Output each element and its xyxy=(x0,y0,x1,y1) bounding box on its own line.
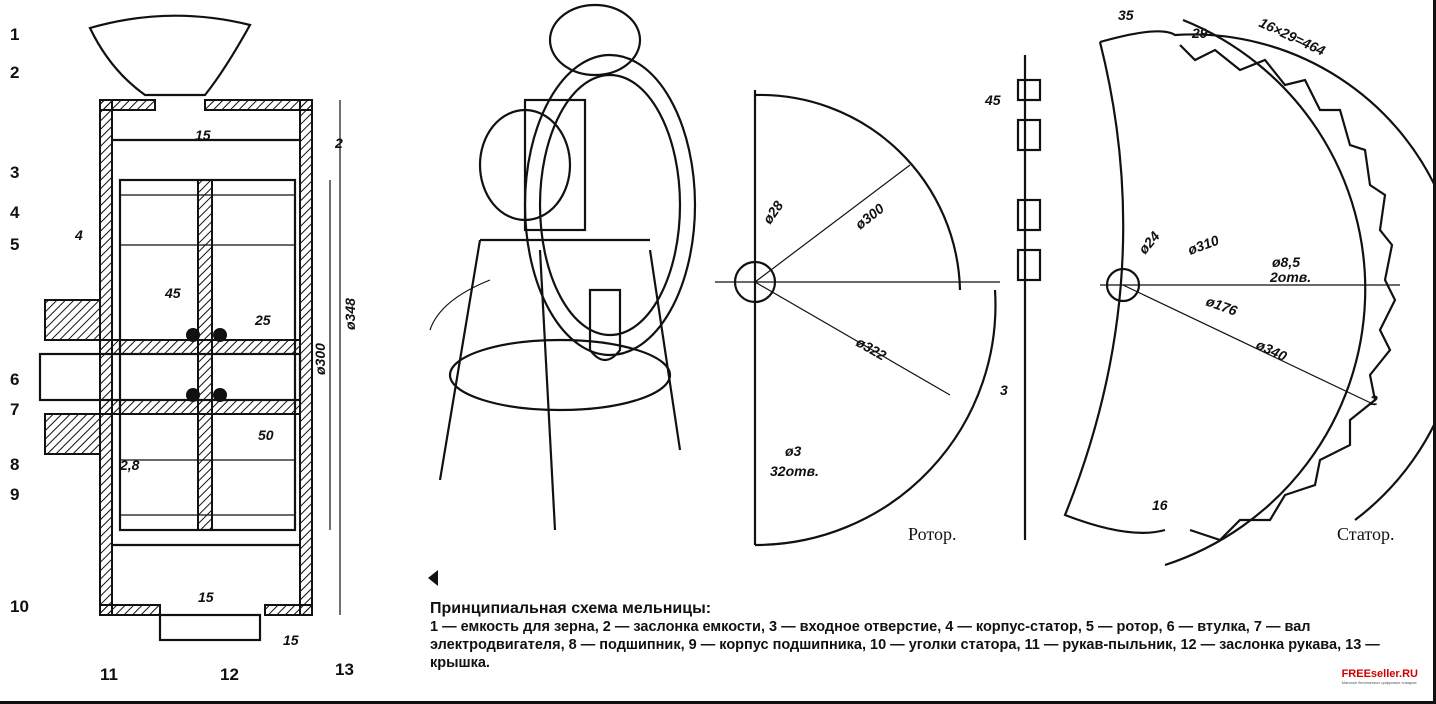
mill-perspective-drawing xyxy=(429,3,697,531)
power-cord xyxy=(429,279,491,331)
dim-stator-d24: ø24 xyxy=(1135,228,1163,257)
dim-stator-d176: ø176 xyxy=(1204,293,1240,319)
watermark-tagline: Магазин бесплатных цифровых товаров xyxy=(1341,680,1417,685)
dim-stator-35: 35 xyxy=(1118,7,1134,23)
right-border xyxy=(1433,0,1436,704)
dim-d348: ø348 xyxy=(342,298,358,330)
label-2: 2 xyxy=(10,63,19,82)
housing-bottom-right xyxy=(264,604,313,616)
dim-outlet: 15 xyxy=(198,589,214,605)
grain-hopper xyxy=(88,14,252,97)
label-10: 10 xyxy=(10,597,29,616)
dim-wall: 2 xyxy=(334,135,343,151)
rotor-leader-d300 xyxy=(754,164,911,283)
section-view: 1 2 3 4 5 6 7 8 9 10 11 12 13 15 2 4 45 … xyxy=(10,14,358,684)
stand-leg xyxy=(538,249,557,531)
watermark: FREEseller.RU Магазин бесплатных цифровы… xyxy=(1342,668,1418,685)
dim-stator-2: 2 xyxy=(1369,392,1378,408)
dim-angle: 2,8 xyxy=(119,457,140,473)
mill-housing-disc xyxy=(523,53,697,357)
stator-center-hole xyxy=(1105,267,1141,303)
bearing-housing-lower xyxy=(44,413,101,455)
dim-blade: 45 xyxy=(164,285,181,301)
stator-cut-edge xyxy=(1063,41,1166,534)
dim-inlet: 15 xyxy=(195,127,211,143)
stand-ring xyxy=(448,338,672,412)
housing-bottom xyxy=(99,604,161,616)
rotor-outline-upper xyxy=(754,93,962,291)
label-9: 9 xyxy=(10,485,19,504)
label-8: 8 xyxy=(10,455,19,474)
label-1: 1 xyxy=(10,25,19,44)
stator-housing-left-wall xyxy=(99,99,113,616)
housing-top xyxy=(99,99,156,111)
stator-inner-arc xyxy=(1099,30,1436,521)
dim-stator-16: 16 xyxy=(1152,497,1168,513)
hopper-bowl xyxy=(548,3,642,77)
stator-title: Статор. xyxy=(1337,524,1395,544)
mill-housing-face xyxy=(538,73,682,337)
figure-caption: Принципиальная схема мельницы: 1 — емкос… xyxy=(430,600,1410,672)
caption-title: Принципиальная схема мельницы: xyxy=(430,600,712,617)
dim-shaft: 50 xyxy=(258,427,274,443)
dim-d300: ø300 xyxy=(312,343,328,375)
dim-rotor-d322: ø322 xyxy=(854,334,890,364)
rotor-center-hole xyxy=(733,260,777,304)
stator-teeth xyxy=(1179,44,1397,542)
dim-stator-29: 29 xyxy=(1191,25,1208,41)
dim-stator-d85: ø8,5 xyxy=(1272,254,1300,270)
rotor-title: Ротор. xyxy=(908,524,956,544)
hub-sleeve-lower xyxy=(99,399,301,415)
dim-gap: 4 xyxy=(74,227,83,243)
stator-drawing: 35 29 16×29=464 ø24 ø310 ø8,5 2отв. ø176… xyxy=(1063,7,1436,567)
label-3: 3 xyxy=(10,163,19,182)
dim-side-3: 3 xyxy=(1000,382,1008,398)
label-7: 7 xyxy=(10,400,19,419)
stator-outer-arc xyxy=(1164,18,1367,567)
motor-shaft xyxy=(38,352,302,402)
stator-leader-d340 xyxy=(1122,284,1376,406)
rotor-outline-lower xyxy=(754,289,997,547)
stand-leg xyxy=(648,249,682,451)
rotor-leader-d322 xyxy=(754,281,951,396)
outlet-sleeve xyxy=(588,288,622,362)
pointer-triangle xyxy=(428,570,438,586)
label-5: 5 xyxy=(10,235,19,254)
label-11: 11 xyxy=(100,665,118,684)
dust-sleeve xyxy=(158,613,262,642)
caption-text: 1 — емкость для зерна, 2 — заслонка емко… xyxy=(430,619,1380,671)
dim-rotor-d28: ø28 xyxy=(759,198,786,227)
dim-rotor-d3: ø3 xyxy=(785,443,802,459)
bearing-housing xyxy=(44,299,101,341)
hub-sleeve xyxy=(99,339,301,355)
dim-hub: 25 xyxy=(254,312,271,328)
stator-housing-right-wall xyxy=(299,99,313,616)
label-12: 12 xyxy=(220,665,239,684)
housing-top-right xyxy=(204,99,313,111)
dim-stator-holes: 2отв. xyxy=(1269,269,1311,285)
bottom-border xyxy=(0,701,1436,704)
rotor-side-view: 45 3 xyxy=(984,55,1042,540)
dim-rotor-holes: 32отв. xyxy=(770,463,819,479)
label-4: 4 xyxy=(10,203,20,222)
rotor-drawing: ø28 ø300 ø322 ø3 32отв. 45 3 Ротор. xyxy=(715,55,1042,547)
motor-body xyxy=(523,98,587,232)
section-dimensions: 15 2 4 45 25 50 2,8 ø348 ø300 15 15 xyxy=(74,127,358,648)
label-13: 13 xyxy=(335,660,354,679)
dim-stator-d340: ø340 xyxy=(1254,336,1290,364)
watermark-brand: FREEseller.RU xyxy=(1341,668,1418,680)
part-labels: 1 2 3 4 5 6 7 8 9 10 11 12 13 xyxy=(10,25,354,684)
dim-cover: 15 xyxy=(283,632,299,648)
label-6: 6 xyxy=(10,370,19,389)
dim-side-45: 45 xyxy=(984,92,1001,108)
dim-stator-d310: ø310 xyxy=(1186,232,1222,258)
dim-stator-arc: 16×29=464 xyxy=(1257,14,1328,59)
